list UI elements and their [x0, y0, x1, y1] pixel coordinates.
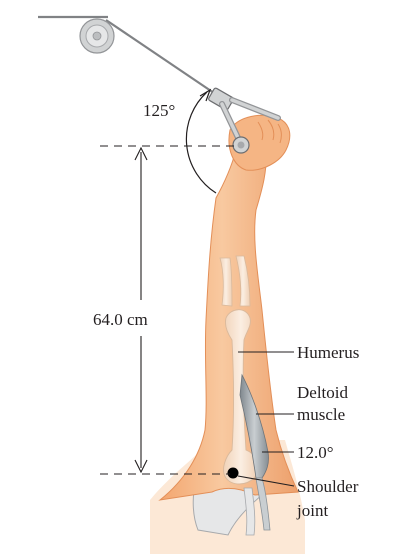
label-humerus: Humerus [297, 343, 359, 362]
handle-attachment [208, 87, 281, 154]
deltoid-muscle [239, 373, 269, 479]
distance-dimension [134, 146, 148, 474]
humerus-lower [243, 487, 256, 536]
leader-shoulder [237, 475, 295, 487]
label-deltoid-line2: muscle [297, 405, 345, 424]
deltoid-tendon [255, 477, 271, 531]
cable [105, 19, 215, 94]
shoulder-joint-dot [227, 467, 239, 479]
radius-bone [219, 257, 233, 307]
fist-fingers [257, 119, 282, 144]
angle-arc-arrowhead [199, 88, 212, 102]
label-angle-125: 125° [143, 101, 175, 120]
label-distance: 64.0 cm [93, 310, 148, 329]
fist [228, 114, 291, 171]
label-shoulder-line1: Shoulder [297, 477, 359, 496]
ulna-bone [235, 255, 251, 307]
label-shoulder-line2: joint [296, 501, 328, 520]
label-angle-12: 12.0° [297, 443, 334, 462]
pulley-icon [79, 18, 115, 54]
label-deltoid-line1: Deltoid [297, 383, 348, 402]
angle-arc-125 [185, 91, 217, 194]
